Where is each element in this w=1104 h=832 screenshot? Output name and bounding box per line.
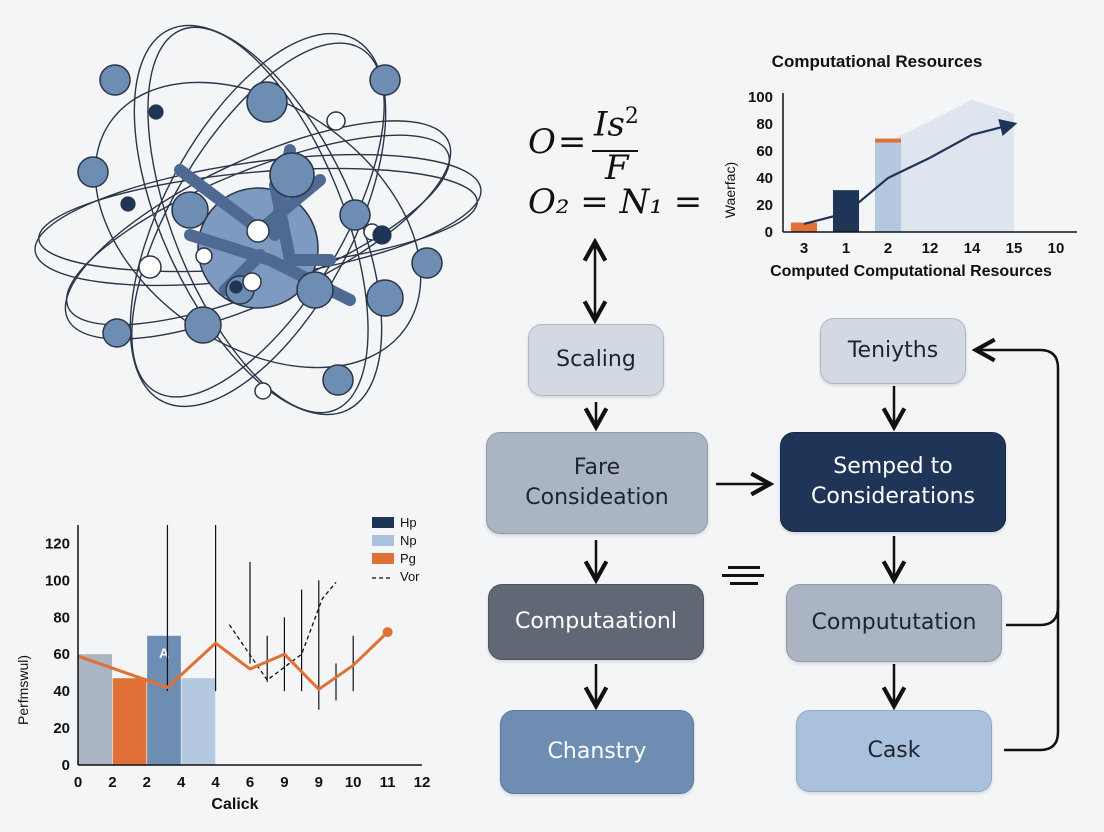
line-end-point bbox=[382, 627, 393, 638]
x-tick-label: 2 bbox=[108, 774, 116, 791]
x-tick-label: 3 bbox=[800, 240, 808, 257]
equation-denominator: F bbox=[605, 148, 629, 188]
loop-computation-teniyths bbox=[978, 350, 1060, 627]
chart-title: Computational Resources bbox=[772, 52, 983, 71]
legend-label: Pg bbox=[400, 551, 416, 566]
y-tick-label: 40 bbox=[53, 683, 70, 700]
loop-cask-teniyths bbox=[1004, 600, 1060, 752]
legend-label: Hp bbox=[400, 515, 417, 530]
equation-line-2: O₂ = N₁ = bbox=[528, 182, 703, 222]
x-tick-label: 9 bbox=[280, 774, 288, 791]
equation-line-1: O= bbox=[528, 122, 588, 162]
x-tick-label: 4 bbox=[177, 774, 186, 791]
x-tick-label: 2 bbox=[884, 240, 892, 257]
equation-fraction-bar bbox=[592, 150, 638, 152]
line-series bbox=[77, 630, 389, 691]
legend-swatch bbox=[372, 517, 394, 528]
bar bbox=[832, 190, 860, 232]
x-tick-label: 9 bbox=[315, 774, 323, 791]
y-tick-label: 0 bbox=[62, 757, 70, 774]
legend-swatch bbox=[372, 553, 394, 564]
bar-label: A bbox=[159, 645, 169, 661]
equivalence-symbol bbox=[722, 558, 766, 588]
y-tick-label: 20 bbox=[53, 720, 70, 737]
node-cask: Cask bbox=[796, 710, 992, 792]
node-teniyths: Teniyths bbox=[820, 318, 966, 384]
equation-equals: = bbox=[557, 122, 587, 162]
x-tick-label: 15 bbox=[1006, 240, 1023, 257]
legend-swatch bbox=[372, 535, 394, 546]
equation-numerator: Is2 bbox=[594, 104, 639, 144]
x-tick-label: 4 bbox=[211, 774, 220, 791]
y-tick-label: 80 bbox=[53, 609, 70, 626]
node-computaationl: Computaationl bbox=[488, 584, 704, 660]
equation-numerator-text: Is bbox=[594, 104, 625, 145]
bar bbox=[790, 222, 818, 232]
x-tick-label: 14 bbox=[964, 240, 981, 257]
x-tick-label: 6 bbox=[246, 774, 254, 791]
x-tick-label: 12 bbox=[414, 774, 431, 791]
chart-xlabel: Calick bbox=[211, 796, 258, 813]
bar bbox=[112, 678, 147, 765]
bar-cap bbox=[874, 138, 902, 143]
node-chanstry: Chanstry bbox=[500, 710, 694, 794]
bar bbox=[78, 654, 113, 765]
bar bbox=[181, 678, 216, 765]
atom-nucleus bbox=[77, 64, 443, 396]
atom-illustration bbox=[34, 24, 482, 416]
bar bbox=[147, 635, 181, 765]
node-scaling: Scaling bbox=[528, 324, 664, 396]
y-tick-label: 40 bbox=[756, 170, 773, 187]
legend-label: Vor bbox=[400, 569, 420, 584]
legend-label: Np bbox=[400, 533, 417, 548]
x-tick-label: 12 bbox=[922, 240, 939, 257]
performance-chart: Perfmswul) Calick A 0 20 40 60 80 100 120 0 2 2 4 4 6… bbox=[15, 515, 431, 813]
bar bbox=[874, 141, 902, 232]
y-tick-label: 60 bbox=[756, 143, 773, 160]
x-tick-label: 0 bbox=[74, 774, 82, 791]
equation-lhs: O bbox=[528, 122, 556, 162]
x-tick-label: 1 bbox=[842, 240, 850, 257]
node-fare-consideation: Fare Consideation bbox=[486, 432, 708, 534]
equation-superscript: 2 bbox=[624, 104, 639, 129]
x-tick-label: 10 bbox=[1048, 240, 1065, 257]
y-tick-label: 60 bbox=[53, 646, 70, 663]
dashed-series bbox=[228, 581, 337, 682]
y-tick-label: 0 bbox=[765, 224, 773, 241]
chart-ylabel: Waerfac) bbox=[722, 162, 738, 218]
node-compututation: Compututation bbox=[786, 584, 1002, 662]
x-tick-label: 2 bbox=[143, 774, 151, 791]
x-tick-label: 11 bbox=[380, 774, 396, 791]
chart-xlabel: Computed Computational Resources bbox=[770, 263, 1052, 280]
line-series bbox=[803, 118, 1018, 225]
chart-ylabel: Perfmswul) bbox=[15, 655, 31, 725]
x-tick-label: 10 bbox=[345, 774, 362, 791]
y-tick-label: 120 bbox=[45, 535, 70, 552]
y-tick-label: 20 bbox=[756, 197, 773, 214]
y-tick-label: 100 bbox=[45, 572, 70, 589]
y-tick-label: 80 bbox=[756, 116, 773, 133]
computational-resources-chart: Computational Resources Waerfac) Compute… bbox=[722, 52, 1077, 280]
node-semped-to-considerations: Semped to Considerations bbox=[780, 432, 1006, 532]
y-tick-label: 100 bbox=[748, 89, 773, 106]
area-series bbox=[888, 99, 1014, 232]
